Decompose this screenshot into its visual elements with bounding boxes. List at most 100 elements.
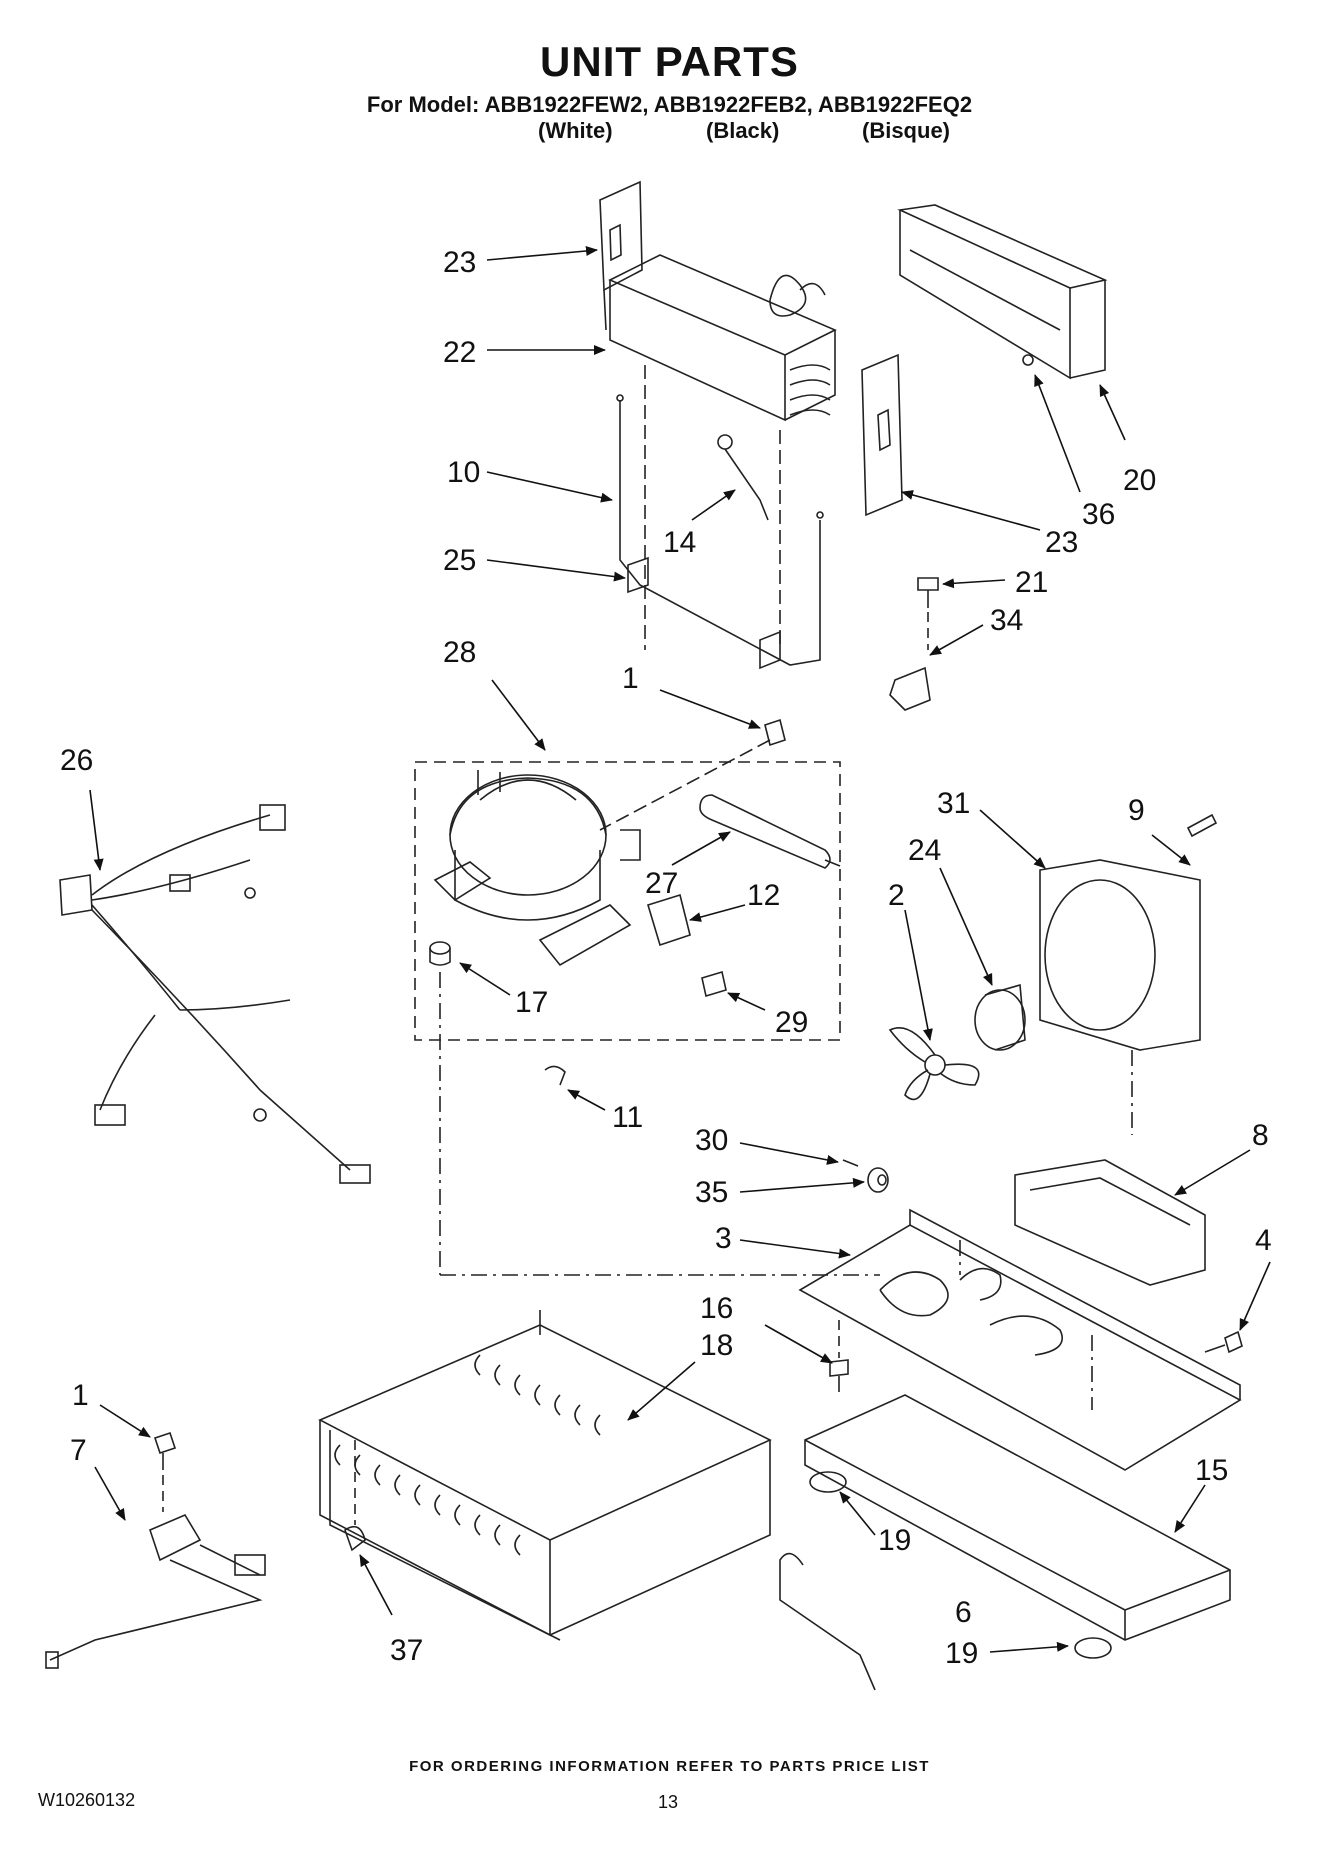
relay-cover (701, 970, 727, 998)
callout-21: 21 (1015, 566, 1048, 599)
leader-15 (1174, 1484, 1206, 1533)
leader-1b (99, 1404, 151, 1438)
leveling-foot-rear (1074, 1637, 1112, 1659)
right-evaporator-bracket (861, 353, 903, 517)
leader-34 (929, 624, 984, 656)
tube-clip (889, 666, 931, 711)
condenser-shield (804, 1394, 1231, 1641)
screw-4 (1204, 1330, 1243, 1354)
condenser-fan-motor (974, 983, 1026, 1051)
leader-8 (1174, 1149, 1251, 1196)
defrost-heater (616, 394, 824, 666)
cover-screw (1022, 354, 1034, 366)
fan-shroud (1039, 859, 1201, 1051)
leader-30 (739, 1142, 839, 1165)
leader-9 (1151, 834, 1191, 866)
callout-29: 29 (775, 1006, 808, 1039)
document-number: W10260132 (38, 1790, 136, 1810)
compressor (433, 770, 641, 967)
leader-10 (486, 471, 613, 503)
callout-20: 20 (1123, 464, 1156, 497)
leader-29 (727, 992, 766, 1011)
screw-1-top (599, 718, 786, 831)
screw-16 (829, 1359, 849, 1392)
leader-7 (94, 1466, 126, 1521)
callout-4: 4 (1255, 1224, 1272, 1257)
defrost-thermostat (717, 434, 769, 521)
leader-19a (839, 1491, 876, 1536)
callout-15: 15 (1195, 1454, 1228, 1487)
callout-37: 37 (390, 1634, 423, 1667)
leader-12 (689, 904, 746, 922)
callout-31: 31 (937, 787, 970, 820)
color-black: (Black) (706, 118, 780, 143)
leader-37 (359, 1554, 393, 1616)
callout-28: 28 (443, 636, 476, 669)
leader-25 (486, 559, 626, 582)
leader-23a (486, 246, 598, 261)
callout-11: 11 (612, 1101, 643, 1134)
leader-18 (627, 1361, 696, 1421)
fan-bracket (1014, 1159, 1206, 1286)
callout-2: 2 (888, 879, 905, 912)
callout-23b: 23 (1045, 526, 1078, 559)
leader-19b (989, 1641, 1069, 1653)
color-bisque: (Bisque) (862, 118, 950, 143)
leader-20 (1099, 384, 1126, 441)
leader-31 (979, 809, 1046, 869)
leader-4 (1239, 1261, 1271, 1331)
evaporator-cover (897, 204, 1108, 380)
drain-tube (779, 1552, 876, 1691)
callout-8: 8 (1252, 1119, 1269, 1152)
callout-6: 6 (955, 1596, 972, 1629)
shroud-screw (1186, 813, 1218, 838)
callout-35: 35 (695, 1176, 728, 1209)
callout-9: 9 (1128, 794, 1145, 827)
leader-28 (491, 679, 546, 751)
model-line: For Model: ABB1922FEW2, ABB1922FEB2, ABB… (366, 92, 973, 117)
callout-22: 22 (443, 336, 476, 369)
callout-18: 18 (700, 1329, 733, 1362)
page-title: UNIT PARTS (540, 38, 799, 85)
condenser-fan-blade (888, 1027, 980, 1101)
condenser (318, 1310, 772, 1641)
left-evaporator-bracket (599, 180, 643, 331)
callout-19a: 19 (878, 1524, 911, 1557)
leader-2 (904, 909, 933, 1041)
machine-compartment-base (798, 1208, 1242, 1471)
callout-27: 27 (645, 867, 678, 900)
filter-drier (699, 794, 841, 869)
compressor-grommet (429, 941, 451, 966)
page-number: 13 (658, 1792, 679, 1812)
screw-1-bottom (153, 1431, 177, 1470)
callout-14: 14 (663, 526, 696, 559)
callout-12: 12 (747, 879, 780, 912)
callout-26: 26 (60, 744, 93, 777)
leader-26 (89, 789, 104, 871)
callout-34: 34 (990, 604, 1023, 637)
callout-23a: 23 (443, 246, 476, 279)
leader-21 (942, 578, 1006, 589)
leader-24 (939, 867, 993, 986)
callout-19b: 19 (945, 1637, 978, 1670)
evaporator (608, 254, 837, 422)
color-white: (White) (538, 118, 613, 143)
callout-10: 10 (447, 456, 480, 489)
leader-23b (901, 490, 1041, 531)
callout-30: 30 (695, 1124, 728, 1157)
callout-36: 36 (1082, 498, 1115, 531)
leader-36 (1034, 374, 1081, 493)
callout-7: 7 (70, 1434, 87, 1467)
compressor-kit-box (414, 761, 841, 1041)
leader-14 (691, 489, 736, 521)
callout-25: 25 (443, 544, 476, 577)
ordering-note: FOR ORDERING INFORMATION REFER TO PARTS … (409, 1758, 930, 1775)
callout-3: 3 (715, 1222, 732, 1255)
leader-16 (764, 1324, 833, 1364)
wire-harness (59, 804, 371, 1184)
leader-35 (739, 1177, 865, 1193)
callout-24: 24 (908, 834, 941, 867)
wire-clip (544, 1065, 566, 1086)
callout-1a: 1 (622, 662, 639, 695)
